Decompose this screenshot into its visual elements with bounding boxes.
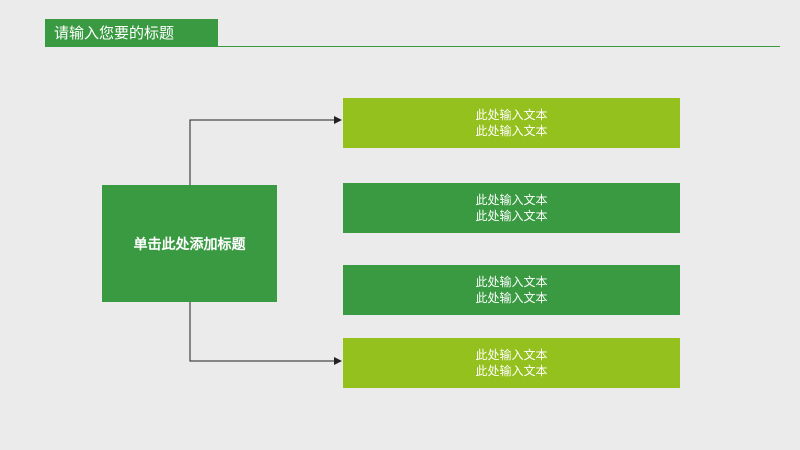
main-title-box[interactable]: 单击此处添加标题 <box>102 185 277 302</box>
text-box-4-line-2: 此处输入文本 <box>475 364 548 378</box>
text-box-4-line-1: 此处输入文本 <box>475 348 548 362</box>
main-title-label: 单击此处添加标题 <box>133 236 246 253</box>
text-box-3[interactable]: 此处输入文本 此处输入文本 <box>343 265 680 315</box>
title-underline <box>45 46 780 47</box>
text-box-2[interactable]: 此处输入文本 此处输入文本 <box>343 183 680 233</box>
text-box-3-line-1: 此处输入文本 <box>475 275 548 289</box>
text-box-1-line-1: 此处输入文本 <box>475 108 548 122</box>
text-box-2-line-2: 此处输入文本 <box>475 209 548 223</box>
arrow-to-item-1 <box>189 116 342 185</box>
text-box-3-line-2: 此处输入文本 <box>475 291 548 305</box>
text-box-2-line-1: 此处输入文本 <box>475 193 548 207</box>
arrow-to-item-4 <box>189 302 342 365</box>
text-box-4[interactable]: 此处输入文本 此处输入文本 <box>343 338 680 388</box>
text-box-1-line-2: 此处输入文本 <box>475 124 548 138</box>
page-title[interactable]: 请输入您要的标题 <box>45 19 218 47</box>
text-box-1[interactable]: 此处输入文本 此处输入文本 <box>343 98 680 148</box>
